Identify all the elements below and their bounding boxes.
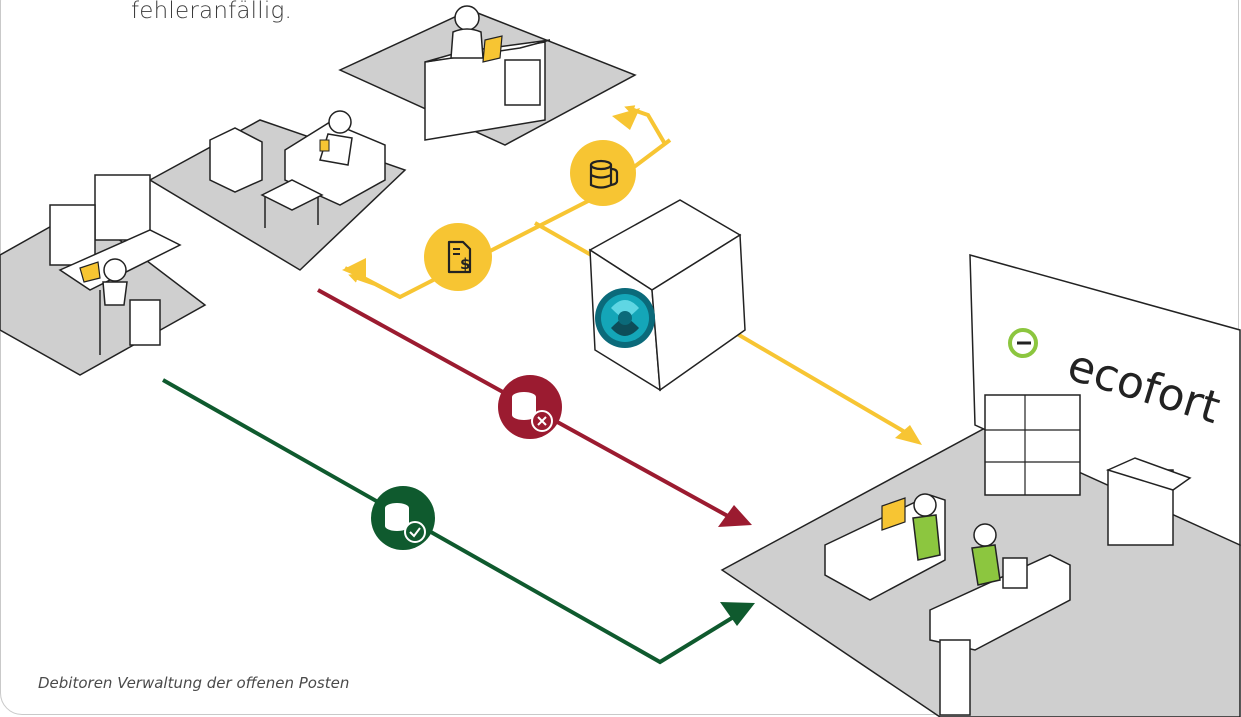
svg-text:$: $	[460, 255, 470, 273]
erp-cube	[588, 199, 746, 392]
invoice-dollar-icon: $	[424, 223, 492, 291]
coworking-scene	[0, 174, 207, 376]
figure-caption: Debitoren Verwaltung der offenen Posten	[38, 674, 350, 692]
top-arrow-yellow	[612, 108, 640, 130]
coins-check-icon	[371, 486, 435, 550]
forward-arrow-yellow	[895, 425, 922, 445]
ecofort-office: ecofort	[720, 254, 1241, 717]
coins-cancel-icon	[498, 375, 562, 439]
intro-text: fehleranfällig.	[131, 0, 292, 24]
paid-arrowhead	[720, 602, 755, 626]
unpaid-arrowhead	[718, 505, 752, 527]
lounge-arrow-yellow	[342, 258, 366, 280]
paid-flow	[162, 378, 755, 665]
ecofort-logo-icon	[1008, 328, 1038, 358]
business-central-icon	[595, 288, 655, 348]
home-office-scene	[338, 5, 637, 146]
lounge-scene	[148, 110, 407, 271]
database-icon	[570, 140, 636, 206]
